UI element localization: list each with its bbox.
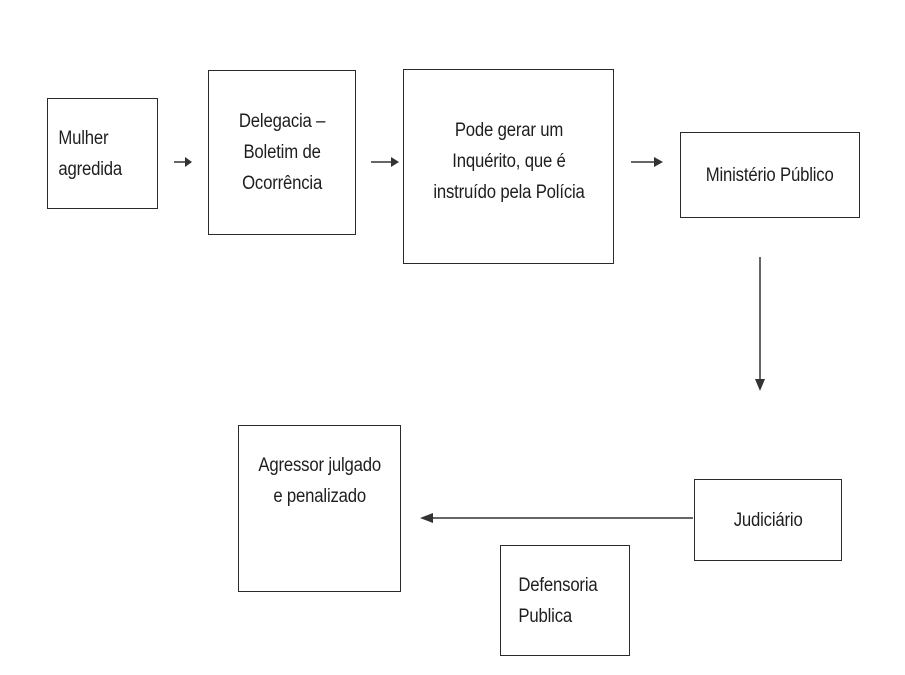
- node-inquerito-line-1: Pode gerar um: [454, 120, 563, 141]
- node-judiciario-line-1: Judiciário: [733, 509, 803, 531]
- node-inquerito-line-2: Inquérito, que é: [451, 151, 566, 172]
- node-delegacia: Delegacia – Boletim de Ocorrência: [208, 70, 356, 235]
- arrow-ministerio-to-judiciario: [755, 257, 765, 391]
- arrow-judiciario-to-agressor: [420, 513, 693, 523]
- node-mulher-line-2: agredida: [58, 158, 123, 180]
- arrow-inquerito-to-ministerio: [631, 157, 663, 167]
- node-judiciario: Judiciário: [694, 479, 842, 561]
- arrow-mulher-to-delegacia: [174, 157, 192, 167]
- node-ministerio-publico: Ministério Público: [680, 132, 860, 218]
- node-delegacia-line-1: Delegacia –: [238, 111, 326, 132]
- node-mulher-agredida: Mulher agredida: [47, 98, 158, 209]
- node-agressor-line-2: e penalizado: [273, 486, 366, 507]
- node-delegacia-line-2: Boletim de: [243, 142, 321, 163]
- node-mulher-line-1: Mulher: [58, 127, 109, 149]
- node-defensoria-publica: Defensoria Publica: [500, 545, 630, 656]
- node-agressor-line-1: Agressor julgado: [258, 455, 381, 476]
- arrow-delegacia-to-inquerito: [371, 157, 399, 167]
- node-ministerio-line-1: Ministério Público: [706, 164, 834, 186]
- node-agressor-julgado: Agressor julgado e penalizado: [238, 425, 401, 592]
- node-inquerito-line-3: instruído pela Polícia: [432, 182, 585, 203]
- node-delegacia-line-3: Ocorrência: [241, 173, 323, 194]
- node-inquerito: Pode gerar um Inquérito, que é instruído…: [403, 69, 614, 264]
- node-defensoria-line-1: Defensoria: [518, 574, 598, 596]
- node-defensoria-line-2: Publica: [518, 605, 573, 627]
